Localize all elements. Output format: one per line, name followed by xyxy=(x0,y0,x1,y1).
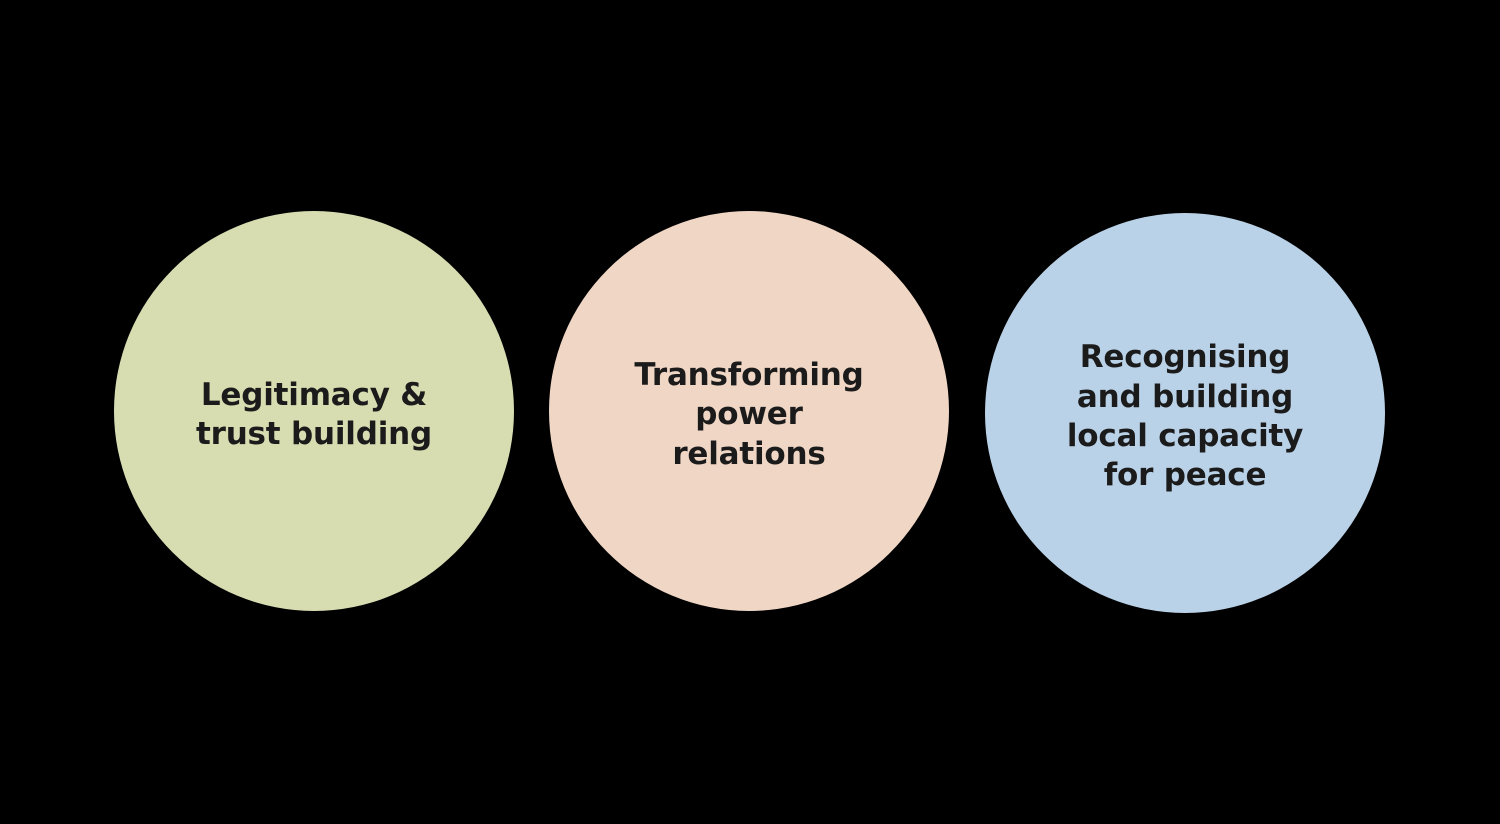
circle-local-capacity-peace-label: Recognising and building local capacity … xyxy=(1067,330,1303,495)
label-line: trust building xyxy=(195,416,433,452)
circle-local-capacity-peace: Recognising and building local capacity … xyxy=(985,213,1385,613)
label-line: Transforming xyxy=(634,356,864,393)
label-line: power xyxy=(695,396,803,433)
circle-transforming-power: Transforming power relations xyxy=(549,211,949,611)
circle-legitimacy-trust-label: Legitimacy & trust building xyxy=(196,368,432,455)
circle-legitimacy-trust: Legitimacy & trust building xyxy=(114,211,514,611)
label-line: and building xyxy=(1076,378,1294,415)
label-line: for peace xyxy=(1103,457,1267,494)
label-line: Recognising xyxy=(1079,339,1291,376)
label-line: Legitimacy & xyxy=(200,376,428,413)
label-line: relations xyxy=(672,435,826,472)
circle-transforming-power-label: Transforming power relations xyxy=(634,348,864,474)
label-line: local capacity xyxy=(1066,418,1304,454)
